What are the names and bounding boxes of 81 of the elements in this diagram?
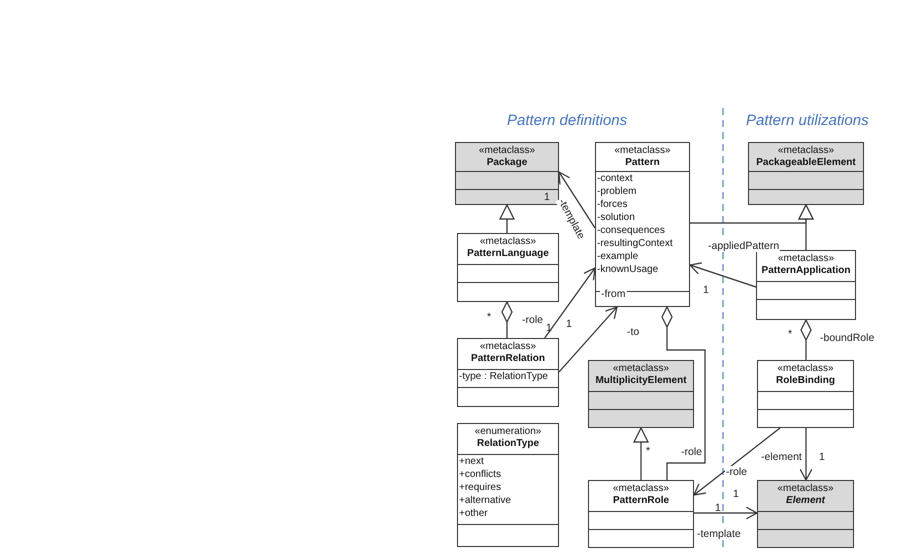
- class-box: [595, 142, 690, 307]
- attribute-text: -context: [596, 172, 634, 185]
- section-heading: Pattern definitions: [507, 112, 628, 130]
- stereotype-text: «metaclass»: [478, 145, 536, 157]
- association-arrow: [693, 428, 780, 496]
- stereotype-text: «metaclass»: [778, 145, 834, 157]
- role-label: -boundRole: [819, 332, 876, 344]
- multiplicity-label: 1: [703, 284, 709, 296]
- class-name: Element: [786, 495, 825, 507]
- stereotype-text: «metaclass»: [612, 483, 670, 495]
- class-name: Pattern: [625, 157, 660, 169]
- generalization-arrow: [690, 204, 814, 224]
- multiplicity-label: 1: [733, 488, 739, 500]
- attribute-text: -solution: [596, 211, 636, 224]
- attribute-text: +requires: [458, 481, 502, 494]
- stereotype-text: «metaclass»: [480, 341, 536, 353]
- aggregation-line: [661, 306, 706, 480]
- association-arrow: [558, 306, 618, 372]
- attribute-text: -consequences: [596, 224, 666, 237]
- class-name: PackageableElement: [756, 157, 856, 169]
- multiplicity-label: 1: [566, 318, 572, 330]
- generalization-arrow: [499, 204, 515, 233]
- role-label: -element: [760, 451, 803, 463]
- class-box: [757, 360, 854, 428]
- class-name: PatternRelation: [471, 353, 545, 365]
- stereotype-text: «metaclass»: [778, 253, 834, 265]
- class-box: [756, 250, 856, 320]
- class-box: [457, 233, 559, 302]
- stereotype-text: «enumeration»: [474, 426, 542, 438]
- class-name: Package: [486, 157, 528, 169]
- role-label: -to: [626, 326, 640, 338]
- stereotype-text: «metaclass»: [480, 236, 536, 248]
- association-arrow: [799, 428, 813, 481]
- class-box: [457, 423, 559, 547]
- association-arrow: [544, 267, 596, 338]
- aggregation-line: [800, 319, 812, 360]
- association-arrow: [689, 262, 756, 288]
- class-box: [457, 338, 559, 407]
- stereotype-text: «metaclass»: [612, 363, 670, 375]
- aggregation-line: [501, 301, 513, 338]
- section-heading: Pattern utilizations: [746, 112, 869, 130]
- multiplicity-label: 1: [546, 322, 552, 334]
- stereotype-text: «metaclass»: [614, 145, 671, 157]
- class-name: RoleBinding: [776, 375, 835, 387]
- class-box: [588, 480, 694, 548]
- attribute-text: -forces: [596, 198, 629, 211]
- role-label: -role: [680, 446, 704, 458]
- role-label: -appliedPattern: [707, 240, 780, 252]
- class-name: PatternLanguage: [467, 248, 549, 260]
- multiplicity-label: 1: [544, 191, 550, 203]
- class-box: [455, 142, 559, 205]
- attribute-text: -knownUsage: [596, 263, 660, 276]
- stereotype-text: «metaclass»: [777, 483, 834, 495]
- stereotype-text: «metaclass»: [777, 363, 834, 375]
- class-name: RelationType: [476, 438, 540, 450]
- multiplicity-label: 1: [715, 502, 721, 514]
- role-label: -from: [600, 288, 626, 300]
- class-box: [588, 360, 694, 428]
- association-arrow: [694, 506, 758, 520]
- multiplicity-label: *: [487, 311, 492, 323]
- class-box: [748, 142, 864, 205]
- multiplicity-label: *: [788, 328, 792, 340]
- multiplicity-label: 1: [819, 451, 825, 463]
- association-arrow: [558, 171, 596, 228]
- role-label: -role: [725, 466, 748, 478]
- attribute-text: -problem: [596, 185, 638, 198]
- attribute-text: +other: [458, 507, 489, 520]
- class-name: PatternRole: [612, 495, 670, 507]
- attribute-text: +conflicts: [458, 468, 502, 481]
- attribute-text: -resultingContext: [596, 237, 674, 250]
- attribute-text: +alternative: [458, 494, 512, 507]
- attribute-text: -type : RelationType: [458, 370, 549, 383]
- attribute-text: +next: [458, 455, 485, 468]
- class-name: MultiplicityElement: [595, 375, 687, 387]
- class-name: PatternApplication: [762, 265, 850, 277]
- role-label: -role: [521, 314, 544, 326]
- multiplicity-label: *: [646, 445, 650, 457]
- class-box: [757, 480, 854, 548]
- role-label: -template: [696, 528, 742, 540]
- generalization-arrow: [633, 427, 649, 480]
- attribute-text: -example: [596, 250, 640, 263]
